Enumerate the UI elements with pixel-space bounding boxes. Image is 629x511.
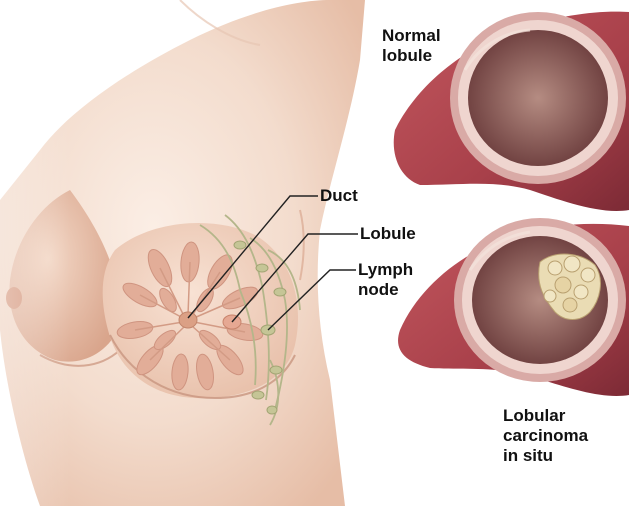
label-lobule: Lobule [360,224,416,244]
lcis-tube [398,218,629,396]
label-normal-lobule: Normal lobule [382,26,441,66]
label-duct: Duct [320,186,358,206]
normal-lumen [468,30,608,166]
label-lobular-carcinoma: Lobular carcinoma in situ [503,406,588,466]
label-lymph-node: Lymph node [358,260,413,300]
